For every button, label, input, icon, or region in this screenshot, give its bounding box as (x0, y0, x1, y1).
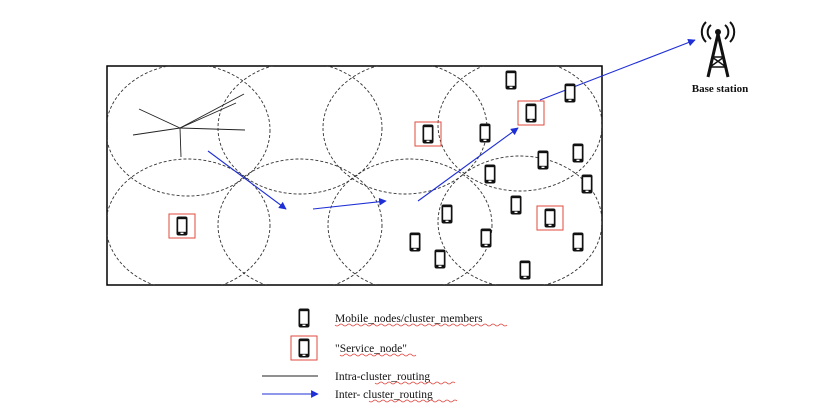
mobile-phone-icon (572, 232, 584, 252)
mobile-phone-icon (409, 232, 421, 252)
mobile-phone-icon (519, 260, 531, 280)
inter-arrow-3 (417, 127, 519, 202)
cluster-circle-7 (327, 158, 493, 285)
mobile-phone-icon (564, 83, 576, 103)
service-node (536, 205, 564, 231)
cluster-circle-1 (107, 66, 271, 197)
mobile-phone-icon (572, 143, 584, 163)
service-nodes (168, 100, 564, 239)
inter-arrow-4 (539, 38, 696, 101)
mobile-phone-icon (505, 70, 517, 90)
cluster-circle-4 (437, 66, 602, 192)
cell-tower-icon (700, 21, 736, 78)
base-station-label: Base station (692, 83, 749, 95)
legend-intra-label: Intra-cluster_routing (335, 371, 430, 383)
mobile-phone-icon (581, 174, 593, 194)
mobile-phone-icon (479, 123, 491, 143)
mobile-phone-icon (484, 164, 496, 184)
mobile-phone-icon (537, 150, 549, 170)
cluster-circle-5 (107, 158, 271, 285)
cluster-circle-2 (217, 66, 383, 195)
mobile-phone-icon (434, 249, 446, 269)
legend-mobile-node-icon (298, 308, 310, 328)
cluster-circle-3 (322, 66, 488, 195)
legend-service-node-icon (290, 335, 318, 361)
service-node (517, 100, 545, 126)
intra-cluster-lines (132, 93, 246, 158)
cluster-circle-8 (437, 155, 602, 285)
legend-inter-label: Inter- cluster_routing (335, 389, 433, 401)
legend-mobile-node-label: Mobile_nodes/cluster_members (335, 313, 483, 325)
mobile-phone-icon (510, 195, 522, 215)
mobile-phone-icon (441, 204, 453, 224)
legend-service-node-label: "Service_node" (335, 343, 407, 355)
network-field-border (106, 65, 603, 286)
mobile-phone-icon (480, 228, 492, 248)
cluster-circle-6 (217, 158, 383, 285)
service-node (168, 213, 196, 239)
mobile-nodes (409, 70, 593, 280)
service-node (414, 121, 442, 147)
inter-arrow-1 (207, 150, 287, 210)
cluster-boundaries (107, 66, 602, 285)
legend: Mobile_nodes/cluster_members "Service_no… (262, 308, 508, 403)
inter-arrow-2 (312, 197, 387, 210)
